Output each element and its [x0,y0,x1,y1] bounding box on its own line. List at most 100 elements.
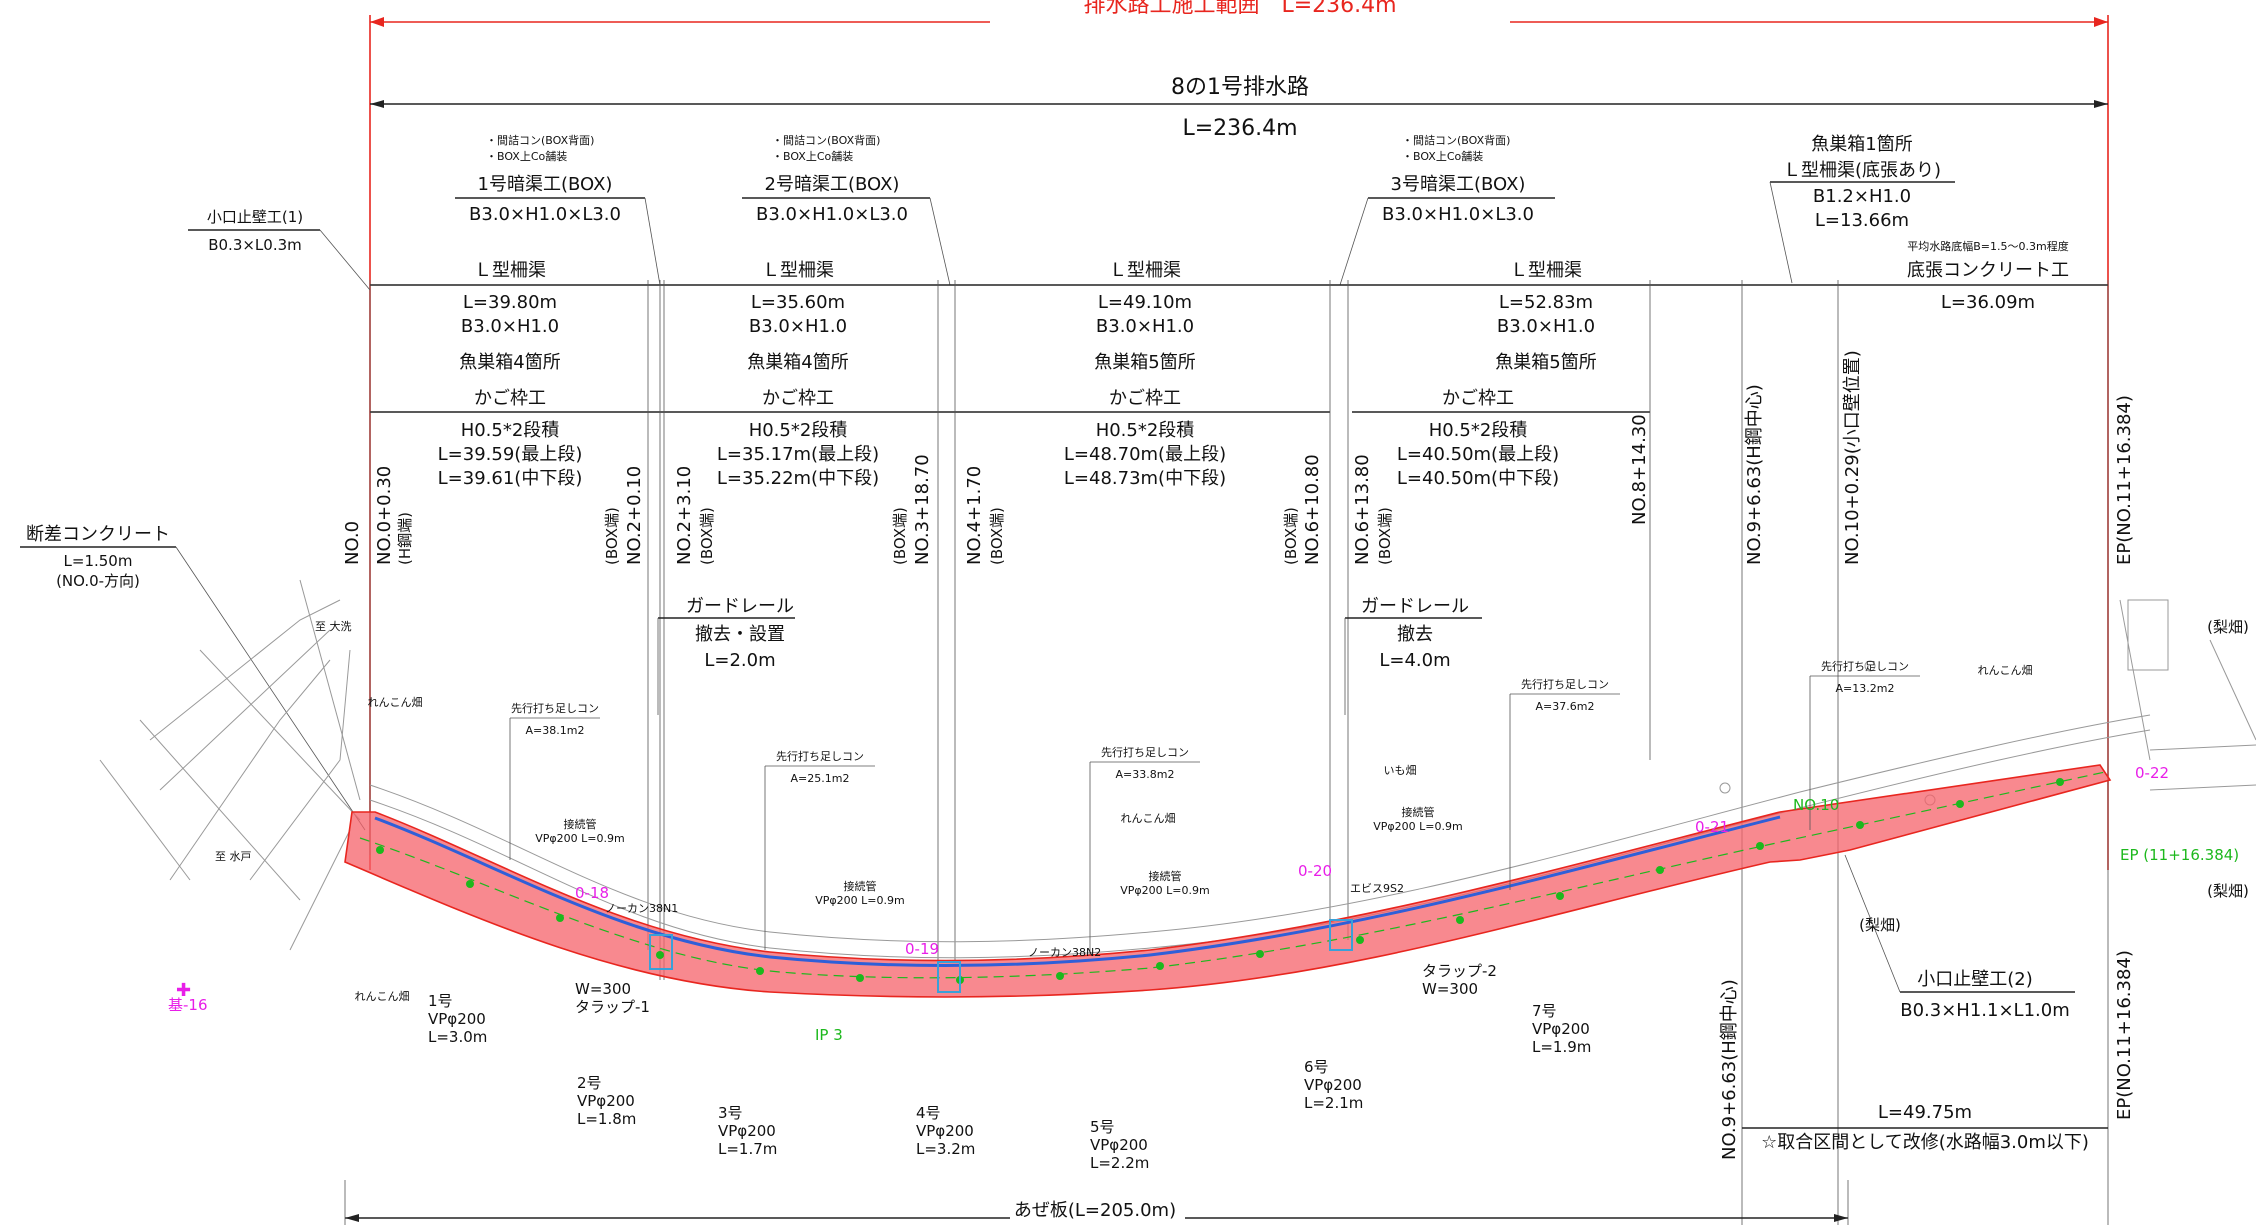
survey-point-marker: ✚ [176,980,191,1001]
channel-title: 8の1号排水路 [1171,75,1309,100]
precast-5-area: A=13.2m2 [1836,682,1895,695]
connector-3-spec: VPφ200 L=0.9m [1120,884,1209,897]
pipe-6-spec: VPφ200 [1304,1076,1362,1094]
segment-3-fish: 魚巣箱5箇所 [1094,352,1195,373]
precast-5: 先行打ち足しコン A=13.2m2 [1809,659,1920,830]
precast-2-area: A=25.1m2 [791,772,850,785]
pipe-4-spec: VPφ200 [916,1122,974,1140]
culvert-1-note-1: ・間詰コン(BOX背面) [486,133,594,147]
station-no6-1380-sub: (BOX端) [1376,507,1394,565]
precast-2-name: 先行打ち足しコン [776,749,864,763]
segment-2-length: L=35.60m [751,292,845,313]
pipe-6-len: L=2.1m [1304,1094,1363,1112]
segment-1-length: L=39.80m [463,292,557,313]
fish-box-title: 魚巣箱1箇所 [1811,134,1912,155]
station-ep: EP(NO.11+16.384) [2114,395,2135,565]
culvert-1-spec: B3.0×H1.0×L3.0 [469,204,621,225]
segment-3-gabion-2: L=48.70m(最上段) [1064,444,1226,465]
pipe-2-len: L=1.8m [577,1110,636,1128]
bottom-concrete-name: 底張コンクリート工 [1907,260,2069,281]
segment-4-gabion-3: L=40.50m(中下段) [1397,468,1559,489]
fish-box-length: L=13.66m [1815,210,1909,231]
map-label-pear-2: (梨畑) [2207,882,2249,900]
tarap-2-name: タラップ-2 [1422,962,1497,980]
pipe-1-len: L=3.0m [428,1028,487,1046]
end-wall-1-label: 小口止壁工(1) B0.3×L0.3m [188,208,371,291]
segment-1-spec: B3.0×H1.0 [461,316,559,337]
culvert-1-note-2: ・BOX上Co舗装 [486,149,567,163]
pipe-3: 3号 VPφ200 L=1.7m [718,1104,777,1158]
segment-3-gabion-1: H0.5*2段積 [1096,420,1195,441]
segment-2-gabion: かご枠工 [762,388,834,409]
tarap-1-width: W=300 [575,980,631,998]
overall-range-title: 排水路工施工範囲 L=236.4m [1083,0,1396,18]
segment-2-fish: 魚巣箱4箇所 [747,352,848,373]
tarap-1: W=300 タラップ-1 [575,980,650,1016]
culvert-2-name: 2号暗渠工(BOX) [765,174,900,195]
pipe-3-no: 3号 [718,1104,743,1122]
station-no2-010: NO.2+0.10 [624,466,645,565]
end-wall-1-spec: B0.3×L0.3m [208,236,302,254]
map-label-mito: 至 水戸 [215,850,252,863]
step-concrete-direction: (NO.0-方向) [56,572,140,590]
station-labels: NO.0 NO.0+0.30 (H鋼端) (BOX端) NO.2+0.10 NO… [342,350,2135,1160]
map-background [99,579,2256,959]
fish-box-type: Ｌ型柵渠(底張あり) [1783,160,1941,181]
culvert-3-name: 3号暗渠工(BOX) [1391,174,1526,195]
segment-4-length: L=52.83m [1499,292,1593,313]
station-no3-1870: NO.3+18.70 [912,454,933,565]
survey-point-0-18: 0-18 [575,884,609,902]
green-label-no10: NO.10 [1793,796,1839,814]
station-lines [369,280,2109,1225]
connector-4-name: 接続管 [1402,805,1435,819]
culvert-2-note-2: ・BOX上Co舗装 [772,149,853,163]
bottom-concrete-length: L=36.09m [1941,292,2035,313]
segment-3-gabion: かご枠工 [1109,388,1181,409]
map-label-lotus-1: れんこん畑 [368,696,423,709]
guardrail-2: ガードレール 撤去 L=4.0m [1344,596,1482,715]
precast-4: 先行打ち足しコン A=37.6m2 [1509,677,1620,890]
segment-1-gabion-1: H0.5*2段積 [461,420,560,441]
segment-2: Ｌ型柵渠 L=35.60m B3.0×H1.0 魚巣箱4箇所 かご枠工 H0.5… [717,260,879,489]
pipe-5-len: L=2.2m [1090,1154,1149,1172]
culvert-1-name: 1号暗渠工(BOX) [478,174,613,195]
repair-length: L=49.75m [1878,1102,1972,1123]
station-no8-1430: NO.8+14.30 [1629,414,1650,525]
pipe-4-no: 4号 [916,1104,941,1122]
segment-2-spec: B3.0×H1.0 [749,316,847,337]
precast-5-name: 先行打ち足しコン [1821,659,1909,673]
precast-3-area: A=33.8m2 [1116,768,1175,781]
station-no10-029: NO.10+0.29(小口壁位置) [1842,350,1863,565]
map-label-lotus-4: れんこん畑 [1978,664,2033,677]
precast-1: 先行打ち足しコン A=38.1m2 [509,701,600,860]
connector-2: 接続管 VPφ200 L=0.9m [815,879,904,907]
step-concrete-length: L=1.50m [64,552,133,570]
connector-1-name: 接続管 [564,817,597,831]
green-label-ip3: IP 3 [815,1026,843,1044]
segment-4-spec: B3.0×H1.0 [1497,316,1595,337]
precast-1-area: A=38.1m2 [526,724,585,737]
culvert-3: ・間詰コン(BOX背面) ・BOX上Co舗装 3号暗渠工(BOX) B3.0×H… [1339,133,1555,286]
map-labels: (梨畑) (梨畑) (梨畑) れんこん畑 れんこん畑 れんこん畑 れんこん畑 い… [215,618,2249,1003]
segment-3-spec: B3.0×H1.0 [1096,316,1194,337]
station-ep-bottom: EP(NO.11+16.384) [2114,950,2135,1120]
segment-4-fish: 魚巣箱5箇所 [1495,352,1596,373]
pipe-6: 6号 VPφ200 L=2.1m [1304,1058,1363,1112]
segment-4-gabion-2: L=40.50m(最上段) [1397,444,1559,465]
station-no6-1080: NO.6+10.80 [1302,454,1323,565]
culvert-2-note-1: ・間詰コン(BOX背面) [772,133,880,147]
end-wall-2-name: 小口止壁工(2) [1917,969,2033,990]
map-label-imo: いも畑 [1384,764,1417,777]
guardrail-2-action: 撤去 [1397,624,1433,645]
segment-1-fish: 魚巣箱4箇所 [459,352,560,373]
segment-4-type: Ｌ型柵渠 [1510,260,1582,281]
tarap-2: タラップ-2 W=300 [1422,962,1497,998]
survey-point-0-22: 0-22 [2135,764,2169,782]
end-wall-2-spec: B0.3×H1.1×L1.0m [1900,1000,2070,1021]
map-label-ebisu: エビス9S2 [1350,882,1404,895]
step-concrete-name: 断差コンクリート [26,524,170,545]
pipe-6-no: 6号 [1304,1058,1329,1076]
precast-1-name: 先行打ち足しコン [511,701,599,715]
map-label-nokan-2: ノーカン38N2 [1028,946,1101,959]
